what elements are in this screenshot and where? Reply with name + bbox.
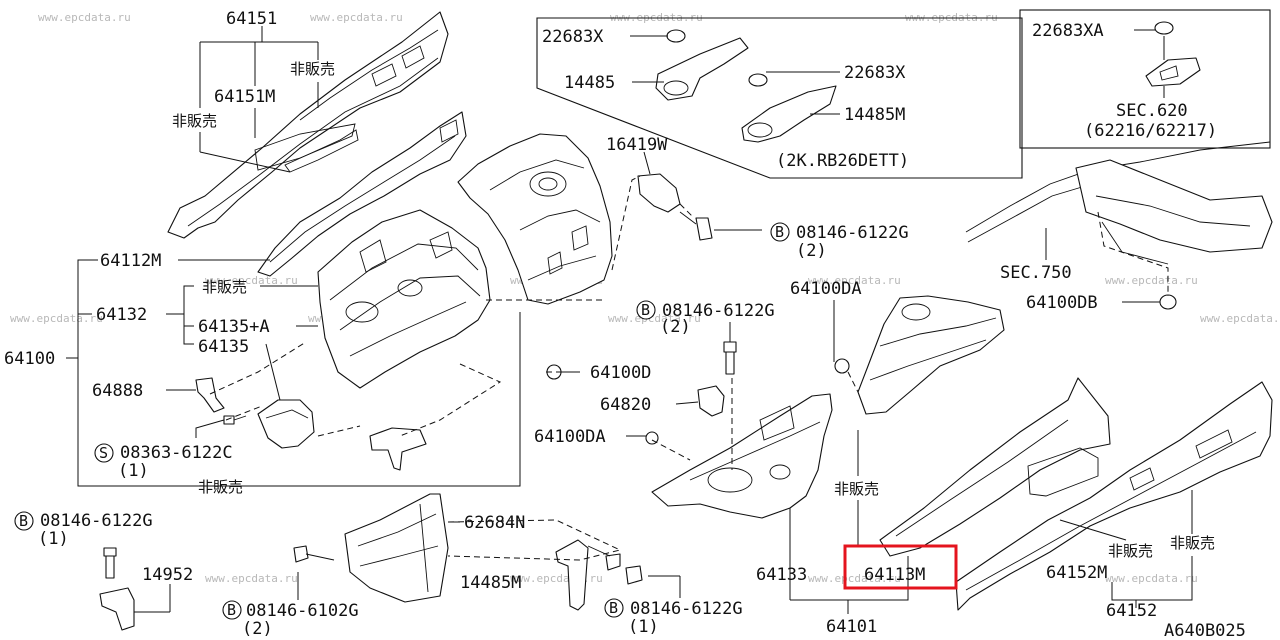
- not-for-sale-label: 非販売: [172, 112, 217, 130]
- bracket-part-14485m: [555, 539, 643, 611]
- part-label-08146-6122g[interactable]: 08146-6122G: [630, 599, 743, 619]
- wheelhouse-part-64100: [457, 133, 613, 305]
- watermark-text: www.epcdata.ru: [10, 312, 103, 325]
- not-for-sale-label: 非販売: [198, 478, 243, 496]
- part-label-14485m[interactable]: 14485M: [460, 573, 521, 593]
- tower-part-64100da: [834, 295, 1005, 415]
- watermark-text: www.epcdata.ru: [1200, 312, 1280, 325]
- watermark-text: www.epcdata.ru: [310, 11, 403, 24]
- sec620-inset-frame: [1019, 9, 1271, 149]
- watermark-text: www.epcdata.ru: [808, 572, 901, 585]
- side-member-part-64152: [955, 381, 1273, 611]
- watermark-text: www.epcdata.ru: [205, 572, 298, 585]
- circle-letter: S: [99, 444, 108, 462]
- section-ref-numbers: (62216/62217): [1084, 121, 1217, 141]
- part-label-64132[interactable]: 64132: [96, 305, 147, 325]
- symbol-circles: [14, 222, 790, 620]
- part-label-64133[interactable]: 64133: [756, 565, 807, 585]
- quantity-label: (1): [628, 617, 659, 637]
- engine-mount-inset-frame: [536, 17, 1023, 179]
- part-labels: 64151 非販売 64151M 非販売 64112M 64132 非販売 64…: [4, 9, 1246, 640]
- quantity-label: (1): [118, 461, 149, 481]
- circle-letter: B: [19, 512, 28, 530]
- phantom-lines: [209, 175, 1169, 561]
- part-label-08146-6122g[interactable]: 08146-6122G: [40, 511, 153, 531]
- part-label-64100[interactable]: 64100: [4, 349, 55, 369]
- watermark-text: www.epcdata.ru: [808, 274, 901, 287]
- part-label-08146-6102g[interactable]: 08146-6102G: [246, 601, 359, 621]
- bracket-part-16419w: [637, 173, 713, 241]
- part-label-64135[interactable]: 64135: [198, 337, 249, 357]
- upper-rail-part-64151: [167, 11, 449, 239]
- circle-letter: B: [775, 223, 784, 241]
- engine-variant-note: (2K.RB26DETT): [776, 151, 909, 171]
- side-member-part-64113m: [879, 377, 1111, 557]
- part-label-16419w[interactable]: 16419W: [606, 135, 668, 155]
- section-ref-sec620[interactable]: SEC.620: [1116, 101, 1188, 121]
- clip-part-64100d: [546, 364, 659, 445]
- not-for-sale-label: 非販売: [1170, 534, 1215, 552]
- engine-mount-part: [655, 29, 837, 143]
- part-highlight-box: [843, 544, 958, 590]
- part-label-08146-6122g[interactable]: 08146-6122G: [796, 223, 909, 243]
- watermark-text: www.epcdata.ru: [1105, 572, 1198, 585]
- part-label-64152[interactable]: 64152: [1106, 601, 1157, 621]
- watermark-text: www.epcdata.ru: [1105, 274, 1198, 287]
- watermark-text: www.epcdata.ru: [608, 312, 701, 325]
- part-label-64151[interactable]: 64151: [226, 9, 277, 29]
- section-ref-sec750[interactable]: SEC.750: [1000, 263, 1072, 283]
- part-label-14485[interactable]: 14485: [564, 73, 615, 93]
- not-for-sale-label: 非販売: [1108, 542, 1153, 560]
- bracket-part-lower-left: [369, 427, 427, 471]
- bracket-part-64820: [697, 341, 737, 417]
- watermark-text: www.epcdata.ru: [205, 274, 298, 287]
- quantity-label: (1): [38, 529, 69, 549]
- bracket-part-64135: [257, 399, 315, 449]
- watermark-text: www.epcdata.ru: [510, 572, 603, 585]
- part-label-62684n[interactable]: 62684N: [464, 513, 525, 533]
- engine-mount-part-xa: [1145, 21, 1201, 87]
- part-label-08363-6122c[interactable]: 08363-6122C: [120, 443, 233, 463]
- part-label-64100da[interactable]: 64100DA: [534, 427, 606, 447]
- part-label-64135a[interactable]: 64135+A: [198, 317, 270, 337]
- upper-rail-part-64112m: [257, 111, 467, 277]
- rail-part-sec750: [965, 141, 1273, 310]
- quantity-label: (2): [660, 317, 691, 337]
- strut-housing-part-64132: [317, 209, 491, 389]
- not-for-sale-label: 非販売: [202, 278, 247, 296]
- not-for-sale-label: 非販売: [834, 480, 879, 498]
- part-label-14485m[interactable]: 14485M: [844, 105, 905, 125]
- watermark-text: www.epcdata.ru: [38, 11, 131, 24]
- not-for-sale-label: 非販売: [290, 60, 335, 78]
- leader-lines: [66, 26, 1193, 614]
- clip-part-64888: [195, 377, 225, 413]
- quantity-label: (2): [796, 241, 827, 261]
- circle-letter: B: [641, 301, 650, 319]
- part-label-22683xa[interactable]: 22683XA: [1032, 21, 1104, 41]
- part-label-22683x[interactable]: 22683X: [844, 63, 906, 83]
- circle-letter: B: [609, 599, 618, 617]
- part-label-64151m[interactable]: 64151M: [214, 87, 275, 107]
- part-label-64888[interactable]: 64888: [92, 381, 143, 401]
- part-label-64100da[interactable]: 64100DA: [790, 279, 862, 299]
- part-label-08146-6122g[interactable]: 08146-6122G: [662, 301, 775, 321]
- quantity-label: (2): [242, 619, 273, 639]
- figure-code: A640B025: [1164, 621, 1246, 640]
- floor-part-64133: [651, 393, 833, 519]
- circle-letter: B: [227, 601, 236, 619]
- part-label-64100db[interactable]: 64100DB: [1026, 293, 1098, 313]
- panel-part-62684n: [293, 493, 449, 603]
- part-label-64101[interactable]: 64101: [826, 617, 877, 637]
- part-label-64113m[interactable]: 64113M: [864, 565, 925, 585]
- part-label-64820[interactable]: 64820: [600, 395, 651, 415]
- bolt-part-14952: [99, 547, 135, 631]
- part-label-64152m[interactable]: 64152M: [1046, 563, 1107, 583]
- part-label-64100d[interactable]: 64100D: [590, 363, 651, 383]
- part-label-64112m[interactable]: 64112M: [100, 251, 161, 271]
- part-label-14952[interactable]: 14952: [142, 565, 193, 585]
- part-label-22683x[interactable]: 22683X: [542, 27, 604, 47]
